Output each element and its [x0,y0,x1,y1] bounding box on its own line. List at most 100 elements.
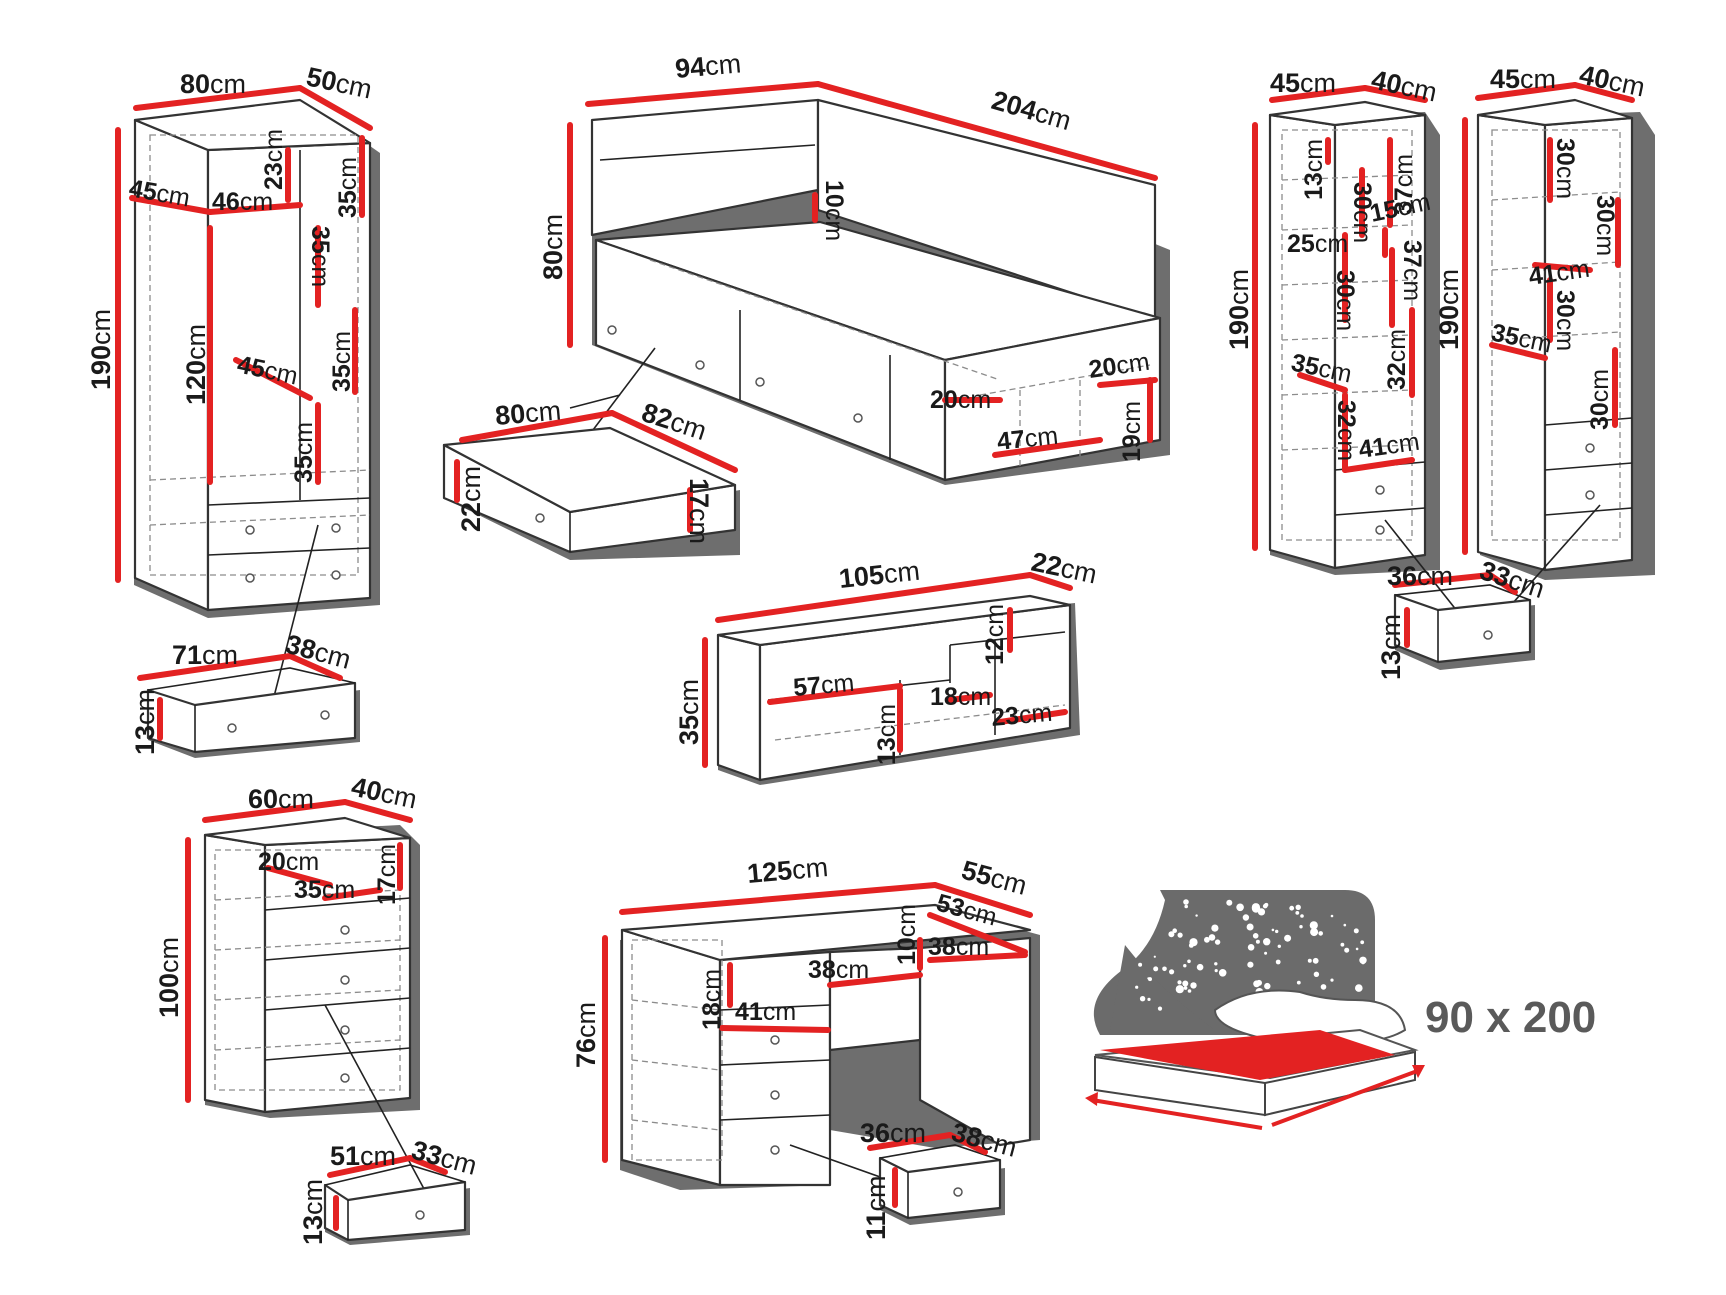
dresser-drawer-width-label: 51cm [330,1141,396,1171]
bookcase-a-c2-label: 37cm [1390,154,1418,215]
bookcase-b-width-label: 45cm [1490,64,1556,94]
wardrobe-left-width-label: 46cm [212,188,273,216]
desk-width-label: 125cm [746,852,829,889]
star [1188,943,1194,948]
wall-shelf-c5-label: 13cm [873,704,901,765]
star [1247,961,1254,968]
bookcase-b-height-label: 190cm [1434,269,1464,350]
wall-shelf: 105cm 22cm 35cm 12cm 57cm 18cm 23cm 13cm [674,547,1100,785]
wall-shelf-width-label: 105cm [837,556,921,594]
star [1147,977,1150,980]
star [1309,921,1318,930]
bookcase-a-c8-label: 32cm [1383,329,1411,390]
star [1307,958,1312,963]
star [1177,932,1183,938]
bookcase-a-depth-label: 40cm [1369,65,1440,108]
star [1359,956,1367,964]
star [1168,931,1175,938]
bookcase-b-c4-label: 30cm [1551,290,1579,351]
star [1310,928,1319,937]
star [1263,938,1271,946]
dresser-drawer-height-label: 13cm [298,1179,328,1245]
bed-length-label: 204cm [988,85,1074,136]
dresser-depth-label: 40cm [349,772,420,815]
wardrobe-shelf-3-label: 35cm [328,331,356,392]
bookcase-drawer: 36cm 33cm 13cm [1376,555,1548,680]
star [1275,959,1281,965]
star [1211,924,1219,932]
star [1187,959,1191,964]
star [1147,997,1151,1002]
star [1214,939,1221,945]
bookcase-a-height-label: 190cm [1224,269,1254,350]
bed-width-label: 94cm [674,48,742,84]
star [1296,980,1301,985]
wardrobe-height-label: 190cm [86,309,116,390]
star [1242,914,1250,921]
wardrobe-drawer-width-label: 71cm [172,640,238,670]
bookcase-a-c3-label: 30cm [1348,182,1376,243]
wardrobe-drawer-depth-label: 38cm [282,629,354,675]
wall-shelf-c1-label: 12cm [981,604,1009,665]
bookcase-drawer-height-label: 13cm [1376,614,1406,680]
star [1262,903,1268,909]
bookcase-b: 45cm 40cm 190cm 30cm 30cm 41cm 30cm 35cm… [1434,60,1655,641]
star [1218,969,1227,977]
dresser-height-label: 100cm [154,937,184,1018]
star [1187,989,1192,993]
star [1257,908,1266,916]
bookcase-b-c3-label: 41cm [1527,255,1591,291]
bookcase-b-c2-label: 30cm [1591,195,1619,256]
star [1320,984,1327,990]
wardrobe-depth-label: 50cm [304,62,375,105]
star [1138,962,1143,967]
star [1236,903,1244,912]
star [1353,928,1359,934]
bookcase-b-c5-label: 35cm [1489,318,1555,358]
wardrobe-shelf-4-label: 35cm [290,422,318,483]
star [1313,971,1320,977]
mattress-size-label: 90 x 200 [1425,993,1596,1042]
star [1355,984,1363,992]
star [1343,923,1347,927]
star [1275,929,1279,934]
star [1295,904,1301,910]
bookcase-drawer-width-label: 36cm [1387,561,1453,591]
bed-headboard-label: 80cm [538,214,568,280]
bookcase-a-c10-label: 32cm [1332,400,1360,461]
wall-shelf-c2-label: 57cm [792,669,855,702]
desk-drawer-height-label: 11cm [861,1175,891,1240]
star [1246,923,1254,931]
wall-shelf-c4-label: 23cm [990,699,1053,732]
bookcase-a: 45cm 40cm 190cm 13cm 37cm 30cm 15cm 25cm… [1224,65,1481,641]
star [1255,939,1260,944]
bookcase-a-c4-label: 15cm [1367,188,1433,228]
star [1214,962,1218,966]
star [1344,947,1350,953]
star [1340,942,1345,947]
bookcase-a-c6-label: 37cm [1398,240,1426,301]
bookcase-b-c6-label: 30cm [1586,369,1614,430]
bookcase-b-depth-label: 40cm [1577,60,1648,103]
desk-drawer: 36cm 38cm 11cm [860,1117,1020,1240]
star [1135,985,1139,989]
star [1284,934,1292,942]
star [1247,944,1255,951]
star [1172,928,1177,933]
star [1312,957,1319,964]
star [1183,986,1188,990]
star [1251,903,1260,912]
bookcase-a-width-label: 45cm [1270,68,1336,98]
star [1355,947,1359,951]
star [1196,963,1204,971]
star [1184,904,1188,909]
wardrobe-hang-height-label: 120cm [181,324,211,405]
desk-drawer-height-label: 18cm [698,969,726,1030]
bed-shelf-depth-left-label: 20cm [930,386,991,414]
desk-drawer-width-label: 41cm [735,998,796,1026]
desk: 125cm 55cm 76cm 18cm 41cm 38cm 10cm 53cm… [571,852,1040,1201]
wardrobe-hang-depth-label: 45cm [235,350,301,390]
star [1264,951,1268,955]
wall-shelf-height-label: 35cm [674,679,704,745]
